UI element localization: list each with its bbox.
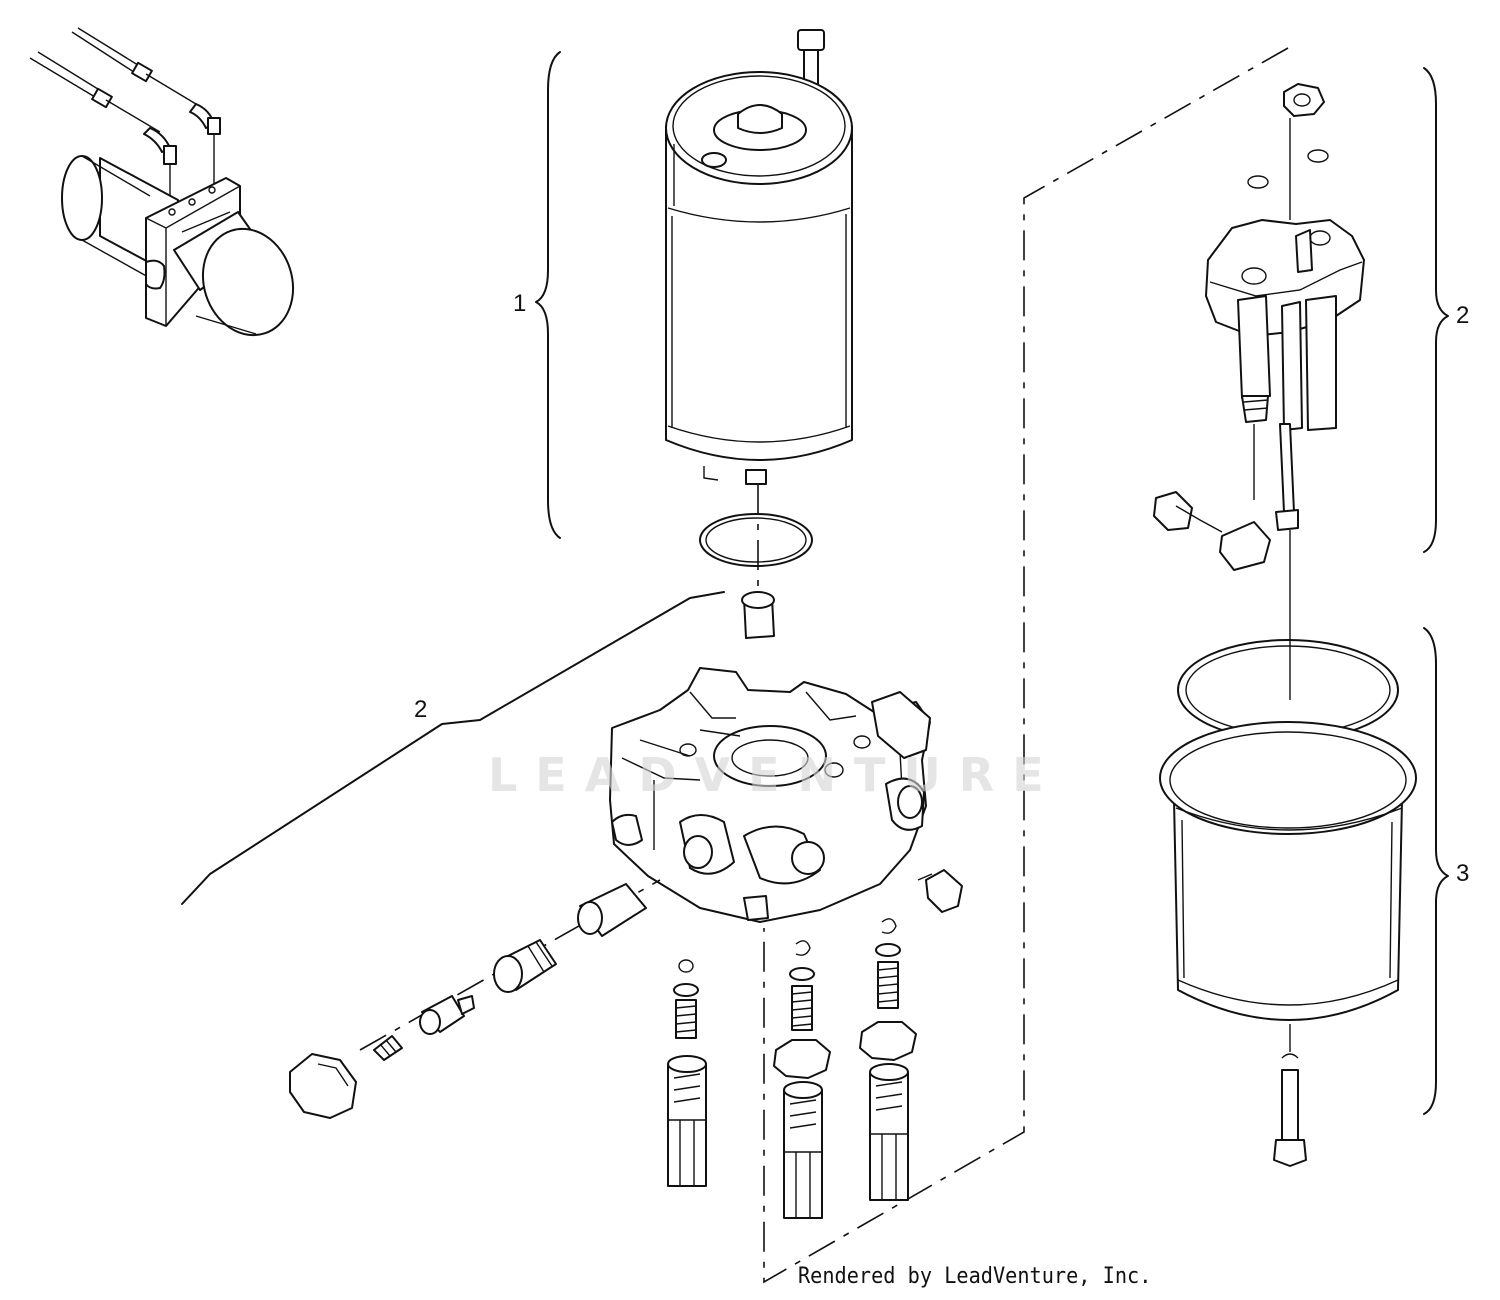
locator-thumbnail — [29, 27, 295, 337]
footer-credit: Rendered by LeadVenture, Inc. — [798, 1264, 1152, 1289]
sleeve — [577, 883, 647, 937]
valve-seat — [493, 939, 557, 993]
hex-plug — [289, 1053, 357, 1119]
explode-boundary — [763, 47, 1289, 1284]
leader-2-left — [181, 591, 725, 905]
motor-o-ring — [699, 513, 813, 567]
relief-valve-right — [859, 918, 917, 1201]
brace-1 — [535, 51, 561, 539]
motor-assembly — [665, 29, 853, 485]
coupler — [741, 591, 775, 639]
spring — [373, 1035, 403, 1061]
brace-2 — [1423, 67, 1449, 553]
valve-block-assembly — [1153, 83, 1365, 571]
callout-1: 1 — [513, 290, 527, 317]
watermark: LEADVENTURE — [488, 748, 1062, 802]
check-valve — [419, 995, 475, 1035]
callout-2-right: 2 — [1456, 302, 1470, 329]
callout-2-left: 2 — [414, 696, 428, 723]
callout-3: 3 — [1456, 860, 1470, 887]
pump-housing — [609, 667, 931, 923]
brace-3 — [1423, 627, 1449, 1115]
relief-valve-middle — [773, 940, 831, 1219]
drain-plug — [917, 869, 963, 913]
reservoir-assembly — [1159, 530, 1417, 1167]
relief-valve-left — [667, 959, 707, 1187]
